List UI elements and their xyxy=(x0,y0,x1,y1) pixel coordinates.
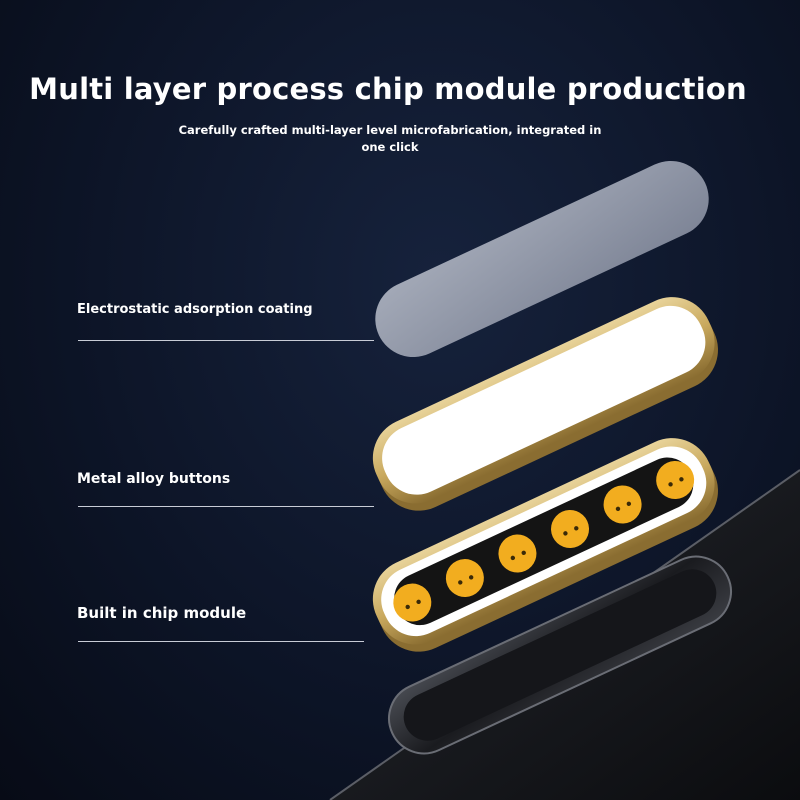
leader-line-chip xyxy=(78,641,364,642)
leader-line-buttons xyxy=(78,506,374,507)
coating-layer xyxy=(375,160,709,358)
label-buttons: Metal alloy buttons xyxy=(77,471,231,487)
contact-pads xyxy=(393,461,695,622)
pad-dot xyxy=(458,580,463,585)
pad-dot xyxy=(563,531,568,536)
chip-module-layer xyxy=(372,438,718,652)
contact-pad xyxy=(498,534,537,573)
device-body xyxy=(329,469,800,800)
subtitle-line-1: Carefully crafted multi-layer level micr… xyxy=(178,123,602,137)
page-subtitle: Carefully crafted multi-layer level micr… xyxy=(170,122,610,156)
subtitle-line-2: one click xyxy=(361,140,419,154)
pad-dot xyxy=(405,604,410,610)
contact-pad xyxy=(393,583,432,622)
metal-alloy-button-layer xyxy=(372,297,718,511)
pad-dot xyxy=(679,477,684,482)
contact-pad xyxy=(445,559,484,598)
pad-dot xyxy=(626,501,632,506)
label-chip: Built in chip module xyxy=(77,604,247,622)
pad-dot xyxy=(510,555,516,561)
pad-dot xyxy=(668,482,673,487)
leader-line-coating xyxy=(78,340,374,341)
label-coating: Electrostatic adsorption coating xyxy=(77,302,313,317)
pad-dot xyxy=(416,599,421,605)
device-port xyxy=(388,555,732,755)
pad-dot xyxy=(468,575,474,580)
pad-dot xyxy=(615,506,621,512)
contact-pad xyxy=(656,461,695,500)
contact-pad xyxy=(603,485,642,524)
page-title: Multi layer process chip module producti… xyxy=(29,72,747,106)
pad-dot xyxy=(521,550,526,556)
contact-pad xyxy=(551,510,590,549)
pad-dot xyxy=(574,526,579,531)
